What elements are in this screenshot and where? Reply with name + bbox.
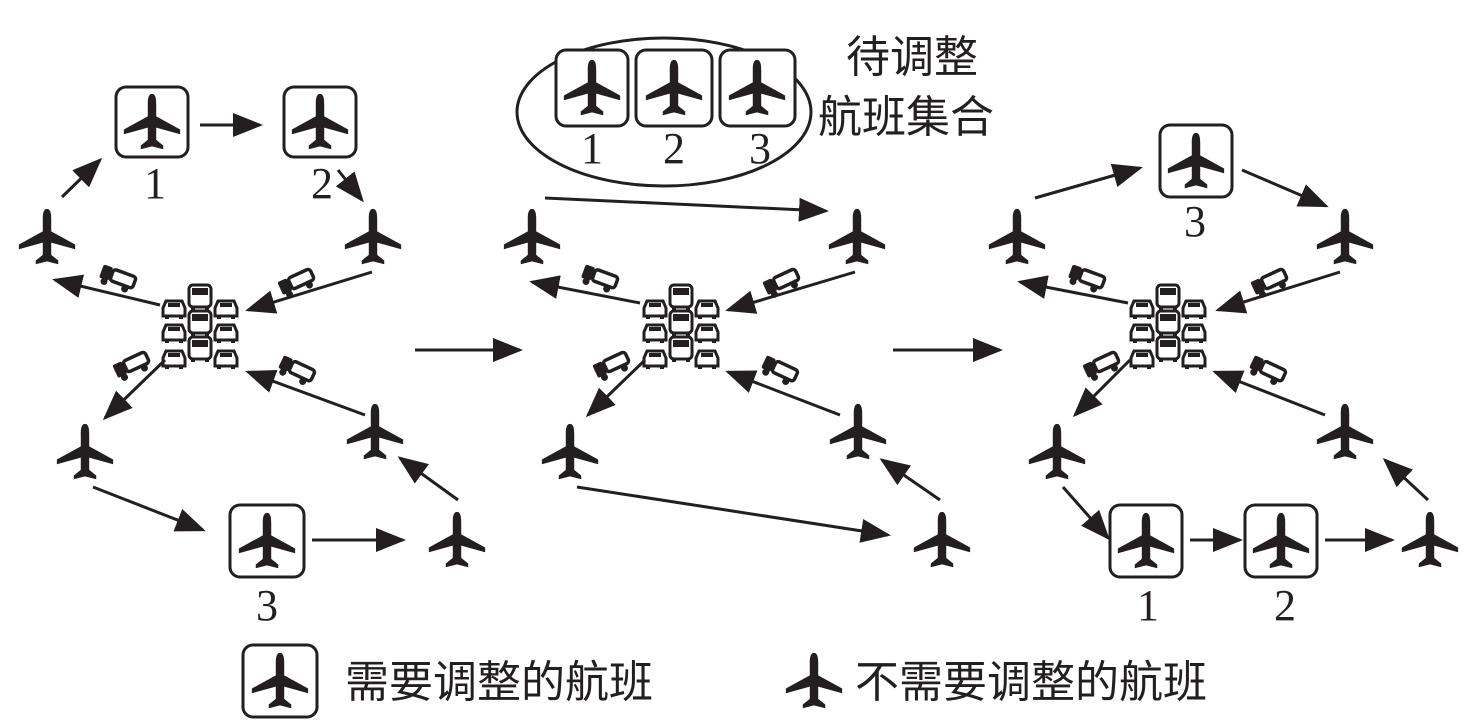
- airplane-icon: [503, 208, 561, 265]
- legend-adjust-label: 需要调整的航班: [345, 657, 653, 708]
- flight-box-2: [1243, 503, 1319, 579]
- airplane-icon: [18, 208, 76, 265]
- airplane-icon: [828, 208, 886, 265]
- truck-icon: [1080, 348, 1125, 385]
- flight-box-3: [228, 503, 306, 579]
- car-icon: [163, 285, 237, 369]
- airplane-icon: [541, 423, 599, 480]
- flight-label: 2: [311, 159, 333, 208]
- truck-icon: [1245, 353, 1289, 390]
- flight-label: 3: [749, 124, 771, 173]
- flight-label: 1: [581, 124, 603, 173]
- pending-set-title: 航班集合: [818, 92, 994, 143]
- flight-box-1: [1108, 503, 1184, 579]
- truck-icon: [757, 353, 801, 390]
- airplane-icon: [913, 511, 971, 568]
- airplane-icon: [988, 208, 1046, 265]
- pending-set-title: 待调整: [846, 32, 978, 83]
- airplane-icon: [1028, 423, 1086, 480]
- flight-box-1: [554, 48, 630, 128]
- truck-icon: [577, 262, 621, 297]
- flight-box-3: [1158, 123, 1234, 199]
- airplane-icon: [56, 423, 114, 480]
- car-icon: [644, 285, 718, 369]
- pending-set: [515, 36, 813, 188]
- airplane-icon: [428, 511, 486, 568]
- car-icon: [1131, 285, 1205, 369]
- truck-icon: [1064, 262, 1108, 297]
- flight-label: 3: [256, 581, 278, 630]
- airplane-icon: [1316, 208, 1374, 265]
- airplane-icon: [1316, 403, 1374, 460]
- airplane-icon: [829, 403, 887, 460]
- legend: 需要调整的航班 不需要调整的航班: [241, 643, 1207, 719]
- flight-label: 1: [144, 159, 166, 208]
- panel-before: 1 2 3: [18, 85, 486, 630]
- flight-label: 3: [1184, 197, 1206, 246]
- airplane-icon: [1401, 511, 1459, 568]
- airplane-icon: [785, 652, 843, 709]
- flight-label: 1: [1137, 581, 1159, 630]
- flight-box-1: [114, 85, 190, 159]
- panel-after: 3 1 2: [988, 123, 1459, 630]
- flight-box-2: [282, 85, 358, 159]
- truck-icon: [274, 353, 318, 390]
- legend-adjust-symbol: [241, 643, 319, 719]
- legend-no-adjust-label: 不需要调整的航班: [855, 657, 1207, 708]
- flight-box-3: [718, 48, 797, 128]
- flight-box-2: [634, 48, 714, 128]
- panel-removed: 1 2 3 待调整 航班集合: [503, 32, 994, 568]
- flight-label: 2: [663, 124, 685, 173]
- flight-label: 2: [1274, 581, 1296, 630]
- airplane-icon: [344, 208, 402, 265]
